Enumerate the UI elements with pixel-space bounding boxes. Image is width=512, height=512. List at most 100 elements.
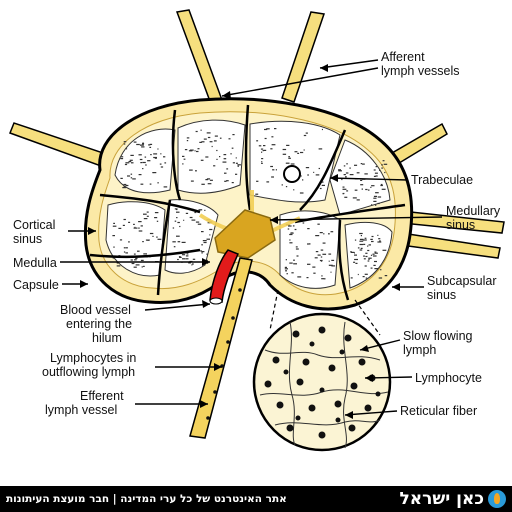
- stipple-mark: [381, 167, 383, 169]
- lymphocyte-cell: [318, 431, 326, 439]
- stipple-mark: [286, 144, 290, 146]
- footer-logo[interactable]: כאן ישראל: [399, 489, 506, 509]
- stipple-mark: [174, 220, 177, 222]
- arrowhead: [365, 374, 373, 382]
- stipple-mark: [143, 253, 147, 255]
- stipple-mark: [285, 259, 287, 261]
- stipple-mark: [291, 272, 294, 274]
- stipple-mark: [231, 182, 234, 184]
- trabecula: [299, 129, 347, 211]
- stipple-mark: [140, 162, 143, 164]
- stipple-mark: [127, 175, 131, 177]
- stipple-mark: [125, 247, 128, 249]
- stipple-mark: [383, 163, 388, 165]
- stipple-mark: [182, 258, 186, 260]
- stipple-mark: [377, 234, 379, 236]
- stipple-mark: [258, 145, 262, 147]
- stipple-mark: [197, 148, 200, 150]
- stipple-mark: [285, 186, 288, 188]
- stipple-mark: [177, 241, 181, 243]
- stipple-mark: [282, 153, 287, 155]
- label-afferent-line2: lymph vessels: [381, 64, 460, 78]
- stipple-mark: [235, 157, 237, 159]
- stipple-mark: [272, 169, 275, 171]
- stipple-mark: [296, 255, 299, 257]
- nodule: [249, 120, 341, 203]
- stipple-mark: [118, 227, 122, 229]
- arrowhead: [80, 280, 88, 288]
- arrowhead: [320, 64, 328, 72]
- stipple-mark: [365, 188, 368, 191]
- footer-tagline: אתר האינטרנט של כל ערי המדינה | חבר מועצ…: [6, 493, 287, 505]
- stipple-mark: [344, 196, 348, 198]
- arrowhead: [200, 400, 208, 408]
- label-efferent-line1: Efferent: [80, 389, 124, 403]
- stipple-mark: [297, 276, 302, 278]
- stipple-mark: [375, 192, 379, 194]
- label-cortical-line1: Cortical: [13, 218, 55, 232]
- stipple-mark: [189, 216, 193, 219]
- stipple-mark: [237, 165, 239, 167]
- stipple-mark: [142, 161, 146, 164]
- stipple-mark: [232, 162, 235, 164]
- stipple-mark: [349, 174, 354, 176]
- stipple-mark: [380, 184, 383, 187]
- stipple-mark: [177, 258, 179, 261]
- stipple-mark: [113, 246, 115, 248]
- arrowhead: [222, 91, 231, 99]
- stipple-mark: [156, 236, 158, 238]
- label-efferent-line2: lymph vessel: [45, 403, 117, 417]
- stipple-mark: [361, 188, 363, 190]
- stipple-mark: [295, 248, 299, 250]
- stipple-mark: [374, 251, 377, 253]
- leader-trabeculae: [329, 177, 409, 181]
- lymphocyte-cells: [264, 326, 381, 439]
- stipple-mark: [323, 233, 325, 235]
- stipple-mark: [195, 130, 198, 133]
- stipple-mark: [131, 262, 135, 265]
- stipple-mark: [379, 240, 381, 242]
- stipple-mark: [153, 156, 157, 159]
- stipple-mark: [123, 251, 126, 253]
- stipple-mark: [359, 238, 364, 240]
- stipple-mark: [266, 128, 270, 130]
- stipple-mark: [216, 158, 218, 160]
- stipple-mark: [350, 251, 352, 253]
- stipple-mark: [176, 208, 178, 211]
- stipple-mark: [384, 171, 386, 174]
- stipple-mark: [149, 143, 153, 145]
- label-blood-vessel: Blood vessel entering the hilum: [60, 303, 136, 345]
- stipple-mark: [281, 184, 283, 186]
- label-medulla: Medulla: [13, 256, 57, 270]
- stipple-mark: [202, 240, 207, 242]
- lymphocyte-cell: [276, 401, 284, 409]
- stipple-mark: [160, 153, 162, 155]
- stipple-mark: [184, 149, 188, 151]
- stipple-mark: [363, 243, 366, 245]
- stipple-mark: [228, 138, 231, 140]
- stipple-mark: [378, 238, 381, 240]
- stipple-mark: [160, 166, 164, 168]
- stipple-mark: [321, 184, 325, 186]
- stipple-mark: [206, 253, 208, 255]
- stipple-mark: [232, 134, 235, 136]
- stipple-mark: [194, 211, 197, 214]
- stipple-mark: [356, 172, 360, 174]
- stipple-mark: [157, 148, 159, 150]
- stipple-mark: [384, 275, 388, 277]
- stipple-mark: [288, 157, 291, 159]
- stipple-mark: [176, 211, 180, 213]
- stipple-mark: [189, 149, 194, 151]
- stipple-mark: [203, 138, 207, 140]
- nodule: [114, 128, 176, 194]
- afferent-vessel: [281, 11, 325, 103]
- label-afferent-line1: Afferent: [381, 50, 425, 64]
- lymphocyte-cell: [319, 387, 325, 393]
- stipple-mark: [137, 250, 140, 252]
- stipple-mark: [355, 262, 358, 264]
- stipple-mark: [360, 247, 363, 249]
- logo-icon: [488, 490, 506, 508]
- leader-afferent-a: [319, 59, 379, 69]
- stipple-mark: [133, 253, 136, 255]
- arrowheads: [80, 64, 400, 419]
